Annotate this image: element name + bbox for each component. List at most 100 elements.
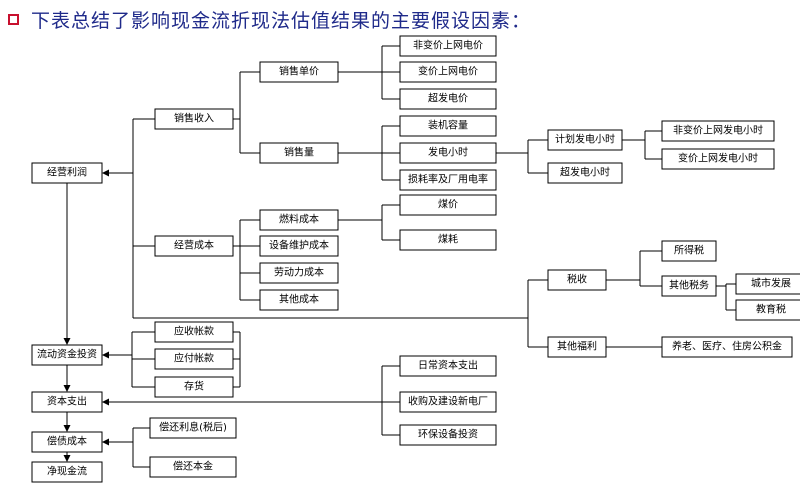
factor-node-n6: 装机容量 xyxy=(399,115,497,137)
factor-node-n12: 变价上网发电小时 xyxy=(661,148,775,170)
node-label: 煤价 xyxy=(438,198,458,211)
node-label: 资本支出 xyxy=(47,395,87,408)
factor-node-n35: 收购及建设新电厂 xyxy=(399,391,497,413)
factor-node-n4: 销售单价 xyxy=(259,61,339,83)
node-box xyxy=(399,169,497,191)
factor-node-n16: 煤价 xyxy=(399,194,497,216)
node-label: 设备维护成本 xyxy=(269,239,329,252)
node-label: 非变价上网电价 xyxy=(413,39,483,52)
node-box xyxy=(661,148,775,170)
node-box xyxy=(735,299,800,321)
node-box xyxy=(399,194,497,216)
node-box xyxy=(547,336,607,358)
factor-node-n39: 偿还本金 xyxy=(149,456,237,478)
node-box xyxy=(661,336,793,358)
node-box xyxy=(149,417,237,439)
node-box xyxy=(547,162,623,184)
node-label: 偿还利息(税后) xyxy=(159,421,227,434)
node-label: 销售收入 xyxy=(174,112,214,125)
node-label: 日常资本支出 xyxy=(418,359,478,372)
square-bullet-icon xyxy=(8,13,19,25)
node-label: 收购及建设新电厂 xyxy=(408,395,488,408)
node-box xyxy=(399,35,497,57)
node-label: 净现金流 xyxy=(47,465,87,478)
factor-node-n31: 应付帐款 xyxy=(154,348,234,370)
factor-node-n3: 超发电价 xyxy=(399,88,497,110)
node-box xyxy=(31,391,103,413)
node-label: 销售量 xyxy=(284,146,314,159)
factor-node-n7: 发电小时 xyxy=(399,142,497,164)
node-box xyxy=(259,61,339,83)
factor-node-n29: 应收帐款 xyxy=(154,321,234,343)
node-box xyxy=(31,461,103,483)
node-box xyxy=(154,376,234,398)
factor-node-n34: 资本支出 xyxy=(31,391,103,413)
node-label: 流动资金投资 xyxy=(37,348,97,361)
node-box xyxy=(399,88,497,110)
node-box xyxy=(149,456,237,478)
node-label: 偿债成本 xyxy=(47,435,87,448)
node-label: 其他福利 xyxy=(557,340,597,353)
factor-node-n23: 税收 xyxy=(547,269,607,291)
node-box xyxy=(259,235,339,257)
node-box xyxy=(154,348,234,370)
node-box xyxy=(259,142,339,164)
factor-node-n18: 经营成本 xyxy=(154,235,234,257)
node-label: 装机容量 xyxy=(428,119,468,132)
node-box xyxy=(399,142,497,164)
factor-node-n9: 销售量 xyxy=(259,142,339,164)
node-box xyxy=(547,129,623,151)
node-label: 养老、医疗、住房公积金 xyxy=(672,340,782,353)
factor-node-n26: 教育税 xyxy=(735,299,800,321)
node-box xyxy=(399,391,497,413)
node-box xyxy=(399,229,497,251)
factor-node-n19: 设备维护成本 xyxy=(259,235,339,257)
factor-node-n40: 净现金流 xyxy=(31,461,103,483)
factor-node-n38: 偿还利息(税后) xyxy=(149,417,237,439)
factor-node-n21: 其他成本 xyxy=(259,289,339,311)
node-label: 变价上网发电小时 xyxy=(678,152,758,165)
node-label: 税收 xyxy=(567,273,587,286)
node-box xyxy=(661,120,775,142)
node-box xyxy=(661,275,717,297)
arrow-head-icon xyxy=(102,398,109,406)
factor-node-n11: 非变价上网发电小时 xyxy=(661,120,775,142)
node-box xyxy=(735,273,800,295)
factor-node-n33: 日常资本支出 xyxy=(399,355,497,377)
node-box xyxy=(259,209,339,231)
factor-node-n15: 燃料成本 xyxy=(259,209,339,231)
node-label: 非变价上网发电小时 xyxy=(673,124,763,137)
node-box xyxy=(154,321,234,343)
factor-node-n2: 变价上网电价 xyxy=(399,61,497,83)
node-label: 所得税 xyxy=(674,244,704,257)
node-label: 其他成本 xyxy=(279,293,319,306)
node-box xyxy=(547,269,607,291)
factor-node-n27: 其他福利 xyxy=(547,336,607,358)
node-box xyxy=(154,235,234,257)
node-box xyxy=(399,115,497,137)
factor-node-n20: 劳动力成本 xyxy=(259,262,339,284)
node-label: 燃料成本 xyxy=(279,213,319,226)
node-label: 超发电小时 xyxy=(560,166,610,179)
node-label: 销售单价 xyxy=(279,65,319,78)
arrow-head-icon xyxy=(102,351,109,359)
factor-node-n14: 经营利润 xyxy=(31,162,103,184)
node-label: 其他税务 xyxy=(669,279,709,292)
factor-node-n32: 存货 xyxy=(154,376,234,398)
node-box xyxy=(399,355,497,377)
node-label: 偿还本金 xyxy=(173,460,213,473)
node-label: 超发电价 xyxy=(428,92,468,105)
factor-node-n24: 其他税务 xyxy=(661,275,717,297)
node-box xyxy=(259,262,339,284)
node-label: 变价上网电价 xyxy=(418,65,478,78)
node-label: 经营成本 xyxy=(174,239,214,252)
node-label: 存货 xyxy=(184,380,204,393)
factor-node-n22: 所得税 xyxy=(661,240,717,262)
factor-node-n36: 环保设备投资 xyxy=(399,424,497,446)
factor-node-n30: 流动资金投资 xyxy=(31,344,103,366)
node-label: 经营利润 xyxy=(47,166,87,179)
node-label: 煤耗 xyxy=(438,233,458,246)
arrow-head-icon xyxy=(63,385,71,392)
arrow-head-icon xyxy=(63,455,71,462)
